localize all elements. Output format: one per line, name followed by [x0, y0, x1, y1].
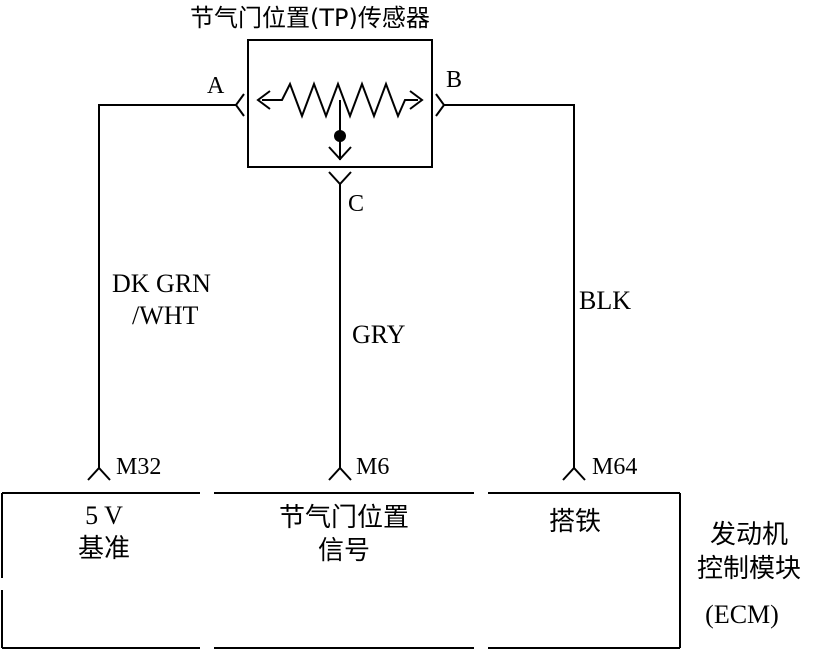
- pin-b-label: B: [446, 67, 463, 93]
- connector-a-symbol: [234, 93, 245, 117]
- pin-c-label: C: [348, 191, 365, 217]
- wire-b-color: BLK: [579, 286, 631, 315]
- potentiometer-resistor: [262, 81, 418, 119]
- wire-a-dk-grn-wht: [98, 104, 236, 468]
- ecm-ground-label: 搭铁: [548, 507, 601, 537]
- wire-b-blk: [444, 104, 575, 468]
- wire-a-color-line2: /WHT: [132, 301, 199, 330]
- ecm-pin-m64-label: M64: [592, 454, 638, 480]
- resistor-left-arrowhead: [256, 90, 271, 110]
- ecm-pin-m6-label: M6: [356, 454, 390, 480]
- ecm-5v-ref-line2: 基准: [77, 534, 130, 564]
- ecm-tp-signal-line1: 节气门位置: [278, 503, 409, 533]
- sensor-title: 节气门位置(TP)传感器: [190, 4, 430, 32]
- ecm-pin-m32-symbol: [87, 466, 111, 481]
- ecm-box: [1, 492, 681, 649]
- ecm-tp-signal-line2: 信号: [317, 536, 370, 566]
- tp-sensor-body: [247, 39, 433, 168]
- resistor-right-arrowhead: [409, 90, 424, 110]
- wiper-contact-dot: [334, 130, 346, 142]
- wiper-arrowhead: [328, 146, 352, 161]
- wire-a-color-line1: DK GRN: [112, 269, 211, 298]
- pin-a-label: A: [207, 73, 225, 99]
- connector-c-symbol: [328, 171, 352, 186]
- wire-c-color: GRY: [352, 320, 406, 349]
- ecm-name-line1: 发动机: [709, 520, 788, 550]
- ecm-pin-m32-label: M32: [116, 454, 162, 480]
- ecm-abbr-label: (ECM): [705, 600, 779, 629]
- ecm-5v-ref-line1: 5 V: [85, 501, 123, 530]
- ecm-pin-m64-symbol: [562, 466, 586, 481]
- ecm-name-line2: 控制模块: [696, 554, 801, 584]
- ecm-pin-m6-symbol: [328, 466, 352, 481]
- connector-b-symbol: [435, 93, 446, 117]
